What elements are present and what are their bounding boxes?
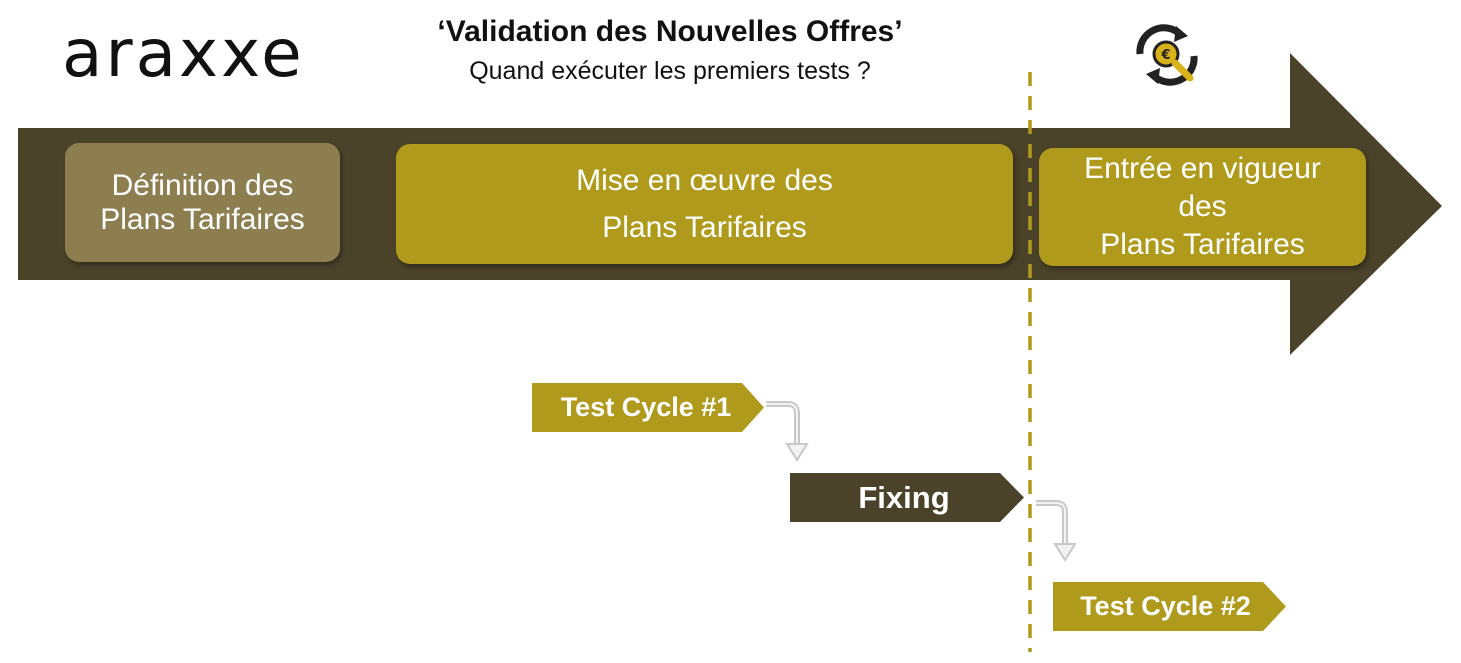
diagram-subtitle: Quand exécuter les premiers tests ? [469, 57, 871, 85]
phase-definition-line1: Définition des [111, 168, 294, 202]
euro-magnifier-cycle-icon: € [1136, 24, 1198, 86]
test-cycle-2-label: Test Cycle #2 [1080, 591, 1251, 621]
phase-go-live-line1: Entrée en vigueur [1084, 152, 1321, 185]
phase-implementation: Mise en œuvre des Plans Tarifaires [396, 144, 1013, 264]
phase-go-live: Entrée en vigueur des Plans Tarifaires [1039, 148, 1366, 266]
test-cycle-1-tag: Test Cycle #1 [532, 383, 764, 432]
test-cycle-2-tag: Test Cycle #2 [1053, 582, 1286, 631]
test-cycle-1-label: Test Cycle #1 [560, 392, 732, 422]
diagram-title: ‘Validation des Nouvelles Offres’ [437, 15, 903, 48]
fixing-tag: Fixing [790, 473, 1024, 522]
phase-implementation-line1: Mise en œuvre des [576, 164, 833, 197]
phase-implementation-line2: Plans Tarifaires [602, 211, 807, 244]
svg-text:€: € [1160, 48, 1170, 63]
phase-definition: Définition des Plans Tarifaires [65, 143, 340, 262]
fixing-label: Fixing [858, 479, 950, 515]
phase-definition-line2: Plans Tarifaires [100, 202, 305, 236]
araxxe-logo: araxxe [62, 15, 305, 92]
phase-go-live-line2: des [1178, 190, 1227, 223]
phase-go-live-line3: Plans Tarifaires [1100, 228, 1305, 261]
